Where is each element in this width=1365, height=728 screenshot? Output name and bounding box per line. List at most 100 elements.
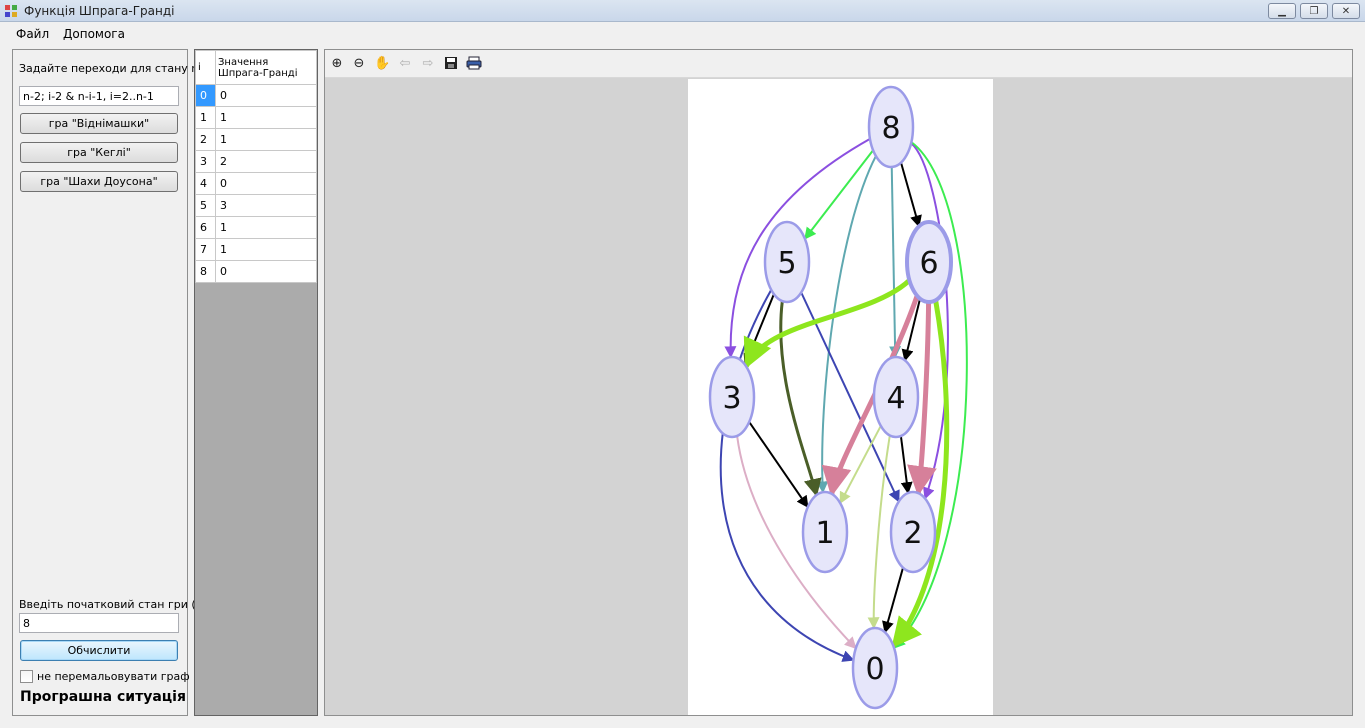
game-kegles-button[interactable]: гра "Кеглі": [20, 142, 178, 163]
game-dawson-chess-button[interactable]: гра "Шахи Доусона": [20, 171, 178, 192]
graph-node-shape: [905, 220, 953, 304]
column-header-i[interactable]: i: [195, 50, 216, 85]
forward-arrow-icon[interactable]: ⇨: [422, 56, 434, 71]
graph-edge: [839, 425, 882, 505]
graph-edge: [901, 298, 922, 362]
graph-node: 8: [867, 85, 915, 169]
cell-index[interactable]: 8: [195, 260, 216, 283]
close-icon: ✕: [1341, 5, 1351, 17]
minimize-icon: ▁: [1278, 5, 1286, 17]
graph-edge: [867, 435, 891, 630]
start-state-input[interactable]: 8: [19, 613, 179, 633]
graph-viewer: ⊕ ⊖ ✋ ⇦ ⇨ 8 5 6 3 4 1 2 0: [324, 49, 1353, 716]
compute-button[interactable]: Обчислити: [20, 640, 178, 661]
app-icon: [5, 5, 17, 17]
graph-edge: [907, 301, 937, 497]
cell-grundy-value[interactable]: 0: [215, 260, 317, 283]
graph-node: 5: [763, 220, 811, 304]
graph-edge: [743, 293, 775, 366]
menu-bar: Файл Допомога: [0, 23, 1365, 45]
zoom-in-icon[interactable]: ⊕: [331, 56, 343, 71]
menu-file[interactable]: Файл: [16, 27, 50, 41]
graph-edge: [891, 299, 950, 649]
no-redraw-label: не перемальовувати граф: [37, 670, 190, 683]
graph-node: 1: [801, 490, 849, 574]
graph-node: 2: [889, 490, 937, 574]
cell-index[interactable]: 5: [195, 194, 216, 217]
cell-index[interactable]: 4: [195, 172, 216, 195]
graph-edge: [743, 278, 912, 370]
graph-node-label: 2: [903, 516, 922, 551]
graph-edge: [736, 435, 857, 650]
graph-node-shape: [889, 490, 937, 574]
graph-node-shape: [872, 355, 920, 439]
print-icon[interactable]: [466, 56, 482, 72]
no-redraw-checkbox[interactable]: [20, 670, 33, 683]
game-subtraction-button[interactable]: гра "Віднімашки": [20, 113, 178, 134]
cell-grundy-value[interactable]: 1: [215, 106, 317, 129]
viewer-toolbar: ⊕ ⊖ ✋ ⇦ ⇨: [325, 50, 1352, 78]
graph-edge: [779, 300, 822, 497]
graph-node-shape: [851, 626, 899, 710]
save-icon[interactable]: [443, 56, 459, 72]
graph-edge: [893, 141, 968, 649]
cell-grundy-value[interactable]: 1: [215, 216, 317, 239]
title-bar: Функція Шпрага-Гранді ▁ ❐ ✕: [0, 0, 1365, 22]
graph-edge: [900, 162, 922, 228]
graph-node-label: 0: [865, 652, 884, 687]
cell-grundy-value[interactable]: 0: [215, 172, 317, 195]
graph-node: 4: [872, 355, 920, 439]
graph-node-shape: [801, 490, 849, 574]
graph-node-label: 3: [722, 381, 741, 416]
graph-edge: [800, 292, 900, 503]
cell-index[interactable]: 0: [195, 84, 216, 107]
graph-node-shape: [708, 355, 756, 439]
graph-edge: [724, 137, 871, 359]
cell-index[interactable]: 6: [195, 216, 216, 239]
restore-icon: ❐: [1309, 5, 1319, 17]
graph-edge: [821, 294, 920, 497]
window-title: Функція Шпрага-Гранді: [24, 4, 175, 18]
transitions-label: Задайте переходи для стану n:: [19, 62, 202, 75]
cell-index[interactable]: 3: [195, 150, 216, 173]
graph-node-label: 1: [815, 516, 834, 551]
minimize-button[interactable]: ▁: [1268, 3, 1296, 19]
menu-help[interactable]: Допомога: [63, 27, 125, 41]
pan-hand-icon[interactable]: ✋: [374, 56, 391, 71]
transitions-input[interactable]: n-2; i-2 & n-i-1, i=2..n-1: [19, 86, 179, 106]
cell-grundy-value[interactable]: 1: [215, 238, 317, 261]
graph-edge: [882, 567, 904, 634]
result-label: Програшна ситуація: [20, 689, 186, 705]
zoom-out-icon[interactable]: ⊖: [353, 56, 365, 71]
close-button[interactable]: ✕: [1332, 3, 1360, 19]
back-arrow-icon[interactable]: ⇦: [399, 56, 411, 71]
graph-node: 6: [905, 220, 953, 304]
graph-canvas[interactable]: 8 5 6 3 4 1 2 0: [688, 79, 993, 715]
column-header-value[interactable]: Значення Шпрага-Гранді: [215, 50, 317, 85]
maximize-button[interactable]: ❐: [1300, 3, 1328, 19]
game-graph: 8 5 6 3 4 1 2 0: [708, 85, 968, 710]
cell-index[interactable]: 7: [195, 238, 216, 261]
cell-grundy-value[interactable]: 0: [215, 84, 317, 107]
cell-index[interactable]: 2: [195, 128, 216, 151]
cell-grundy-value[interactable]: 2: [215, 150, 317, 173]
cell-index[interactable]: 1: [195, 106, 216, 129]
graph-node-shape: [763, 220, 811, 304]
graph-node-shape: [867, 85, 915, 169]
graph-edge: [804, 149, 874, 240]
graph-node-label: 4: [886, 381, 905, 416]
cell-grundy-value[interactable]: 1: [215, 128, 317, 151]
graph-node-label: 8: [881, 111, 900, 146]
cell-grundy-value[interactable]: 3: [215, 194, 317, 217]
start-state-label: Введіть початковий стан гри (n): [19, 598, 207, 611]
